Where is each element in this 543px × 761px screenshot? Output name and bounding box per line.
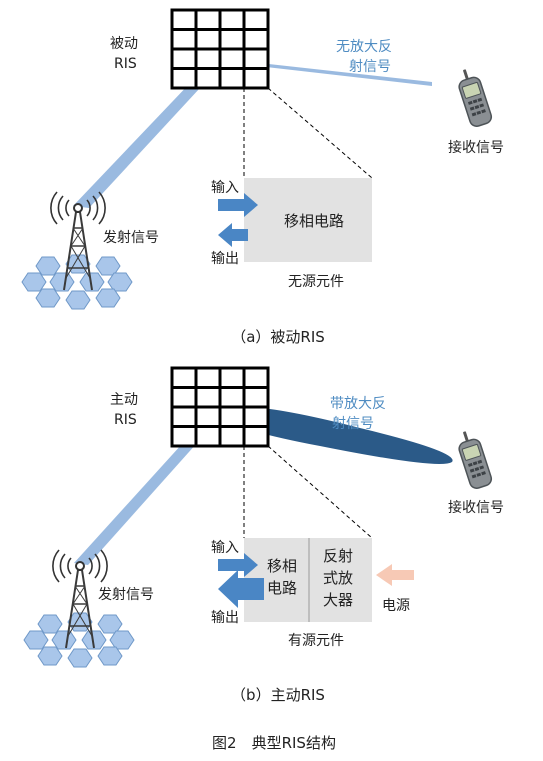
- ris-label-b-line1: 主动: [110, 392, 138, 408]
- panel-b-active-ris: 移相 电路 反射 式放 大器 有源元件 输入 输出 电源 主动 RIS 带放大反…: [24, 366, 504, 704]
- input-label-b: 输入: [211, 540, 239, 556]
- component-label-b: 有源元件: [288, 633, 344, 649]
- receiver-label-b: 接收信号: [448, 499, 504, 516]
- amplifier-label-b-line3: 大器: [323, 591, 353, 609]
- incident-beam-b: [74, 412, 222, 565]
- caption-b: （b）主动RIS: [231, 686, 325, 704]
- phone-icon-b: [453, 427, 494, 491]
- ris-label-a-line1: 被动: [110, 36, 138, 52]
- tower-icon-a: [22, 192, 132, 309]
- beam-label-b-line1: 带放大反: [330, 396, 386, 412]
- incident-beam-a: [73, 60, 224, 208]
- phase-shift-label-b-line1: 移相: [267, 557, 297, 575]
- reflected-beam-b: [215, 406, 453, 464]
- component-label-a: 无源元件: [288, 274, 344, 290]
- output-label-a: 输出: [211, 251, 239, 267]
- input-arrow-a: [218, 193, 258, 217]
- receiver-label-a: 接收信号: [448, 139, 504, 156]
- ris-grid-a: [170, 8, 270, 90]
- beam-label-a-line2: 射信号: [349, 59, 391, 75]
- active-component-box-b: [244, 538, 372, 622]
- caption-a: （a）被动RIS: [231, 328, 325, 346]
- output-arrow-a: [218, 223, 248, 247]
- transmitter-label-b: 发射信号: [98, 587, 154, 603]
- phase-shift-label-b-line2: 电路: [267, 579, 297, 597]
- input-label-a: 输入: [211, 180, 239, 196]
- amplifier-label-b-line2: 式放: [323, 569, 353, 587]
- power-label-b: 电源: [382, 598, 410, 614]
- tower-icon-b: [24, 550, 134, 667]
- power-arrow-b: [376, 564, 414, 586]
- output-label-b: 输出: [211, 610, 239, 626]
- output-arrow-b: [218, 570, 264, 608]
- ris-grid-b: [170, 366, 270, 448]
- beam-label-a-line1: 无放大反: [336, 39, 392, 55]
- input-arrow-b: [218, 553, 258, 577]
- phase-shift-box-a: [244, 178, 372, 262]
- phase-shift-label-a: 移相电路: [284, 212, 344, 230]
- zoom-line-right-b: [267, 445, 373, 539]
- beam-label-b-line2: 射信号: [332, 416, 374, 432]
- transmitter-label-a: 发射信号: [103, 230, 159, 246]
- figure-caption: 图2 典型RIS结构: [212, 734, 336, 752]
- zoom-line-right-a: [267, 87, 373, 179]
- panel-a-passive-ris: 移相电路 无源元件 输入 输出 被动 RIS 无放大反 射信号 接收信号 发射信…: [22, 8, 504, 346]
- phone-icon-a: [453, 65, 494, 129]
- ris-label-b-line2: RIS: [114, 412, 137, 428]
- ris-label-a-line2: RIS: [114, 56, 137, 72]
- amplifier-label-b-line1: 反射: [323, 547, 353, 565]
